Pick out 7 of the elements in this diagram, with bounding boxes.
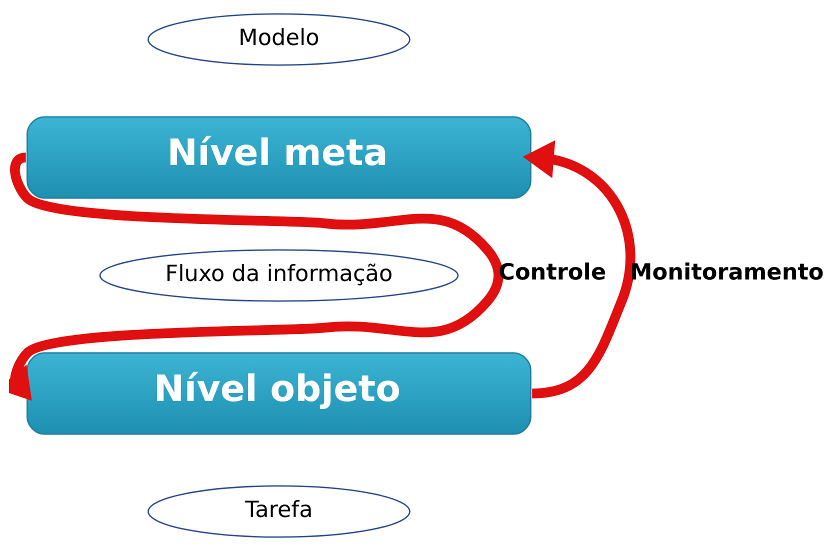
- node-ellipse: Modelo: [147, 13, 410, 66]
- node-box: Nível objeto: [26, 352, 531, 435]
- node-ellipse: Fluxo da informação: [98, 249, 458, 302]
- arrow: [522, 140, 635, 398]
- node-box: Nível meta: [26, 116, 531, 199]
- node-ellipse: Tarefa: [147, 485, 410, 538]
- arrow: [8, 153, 503, 401]
